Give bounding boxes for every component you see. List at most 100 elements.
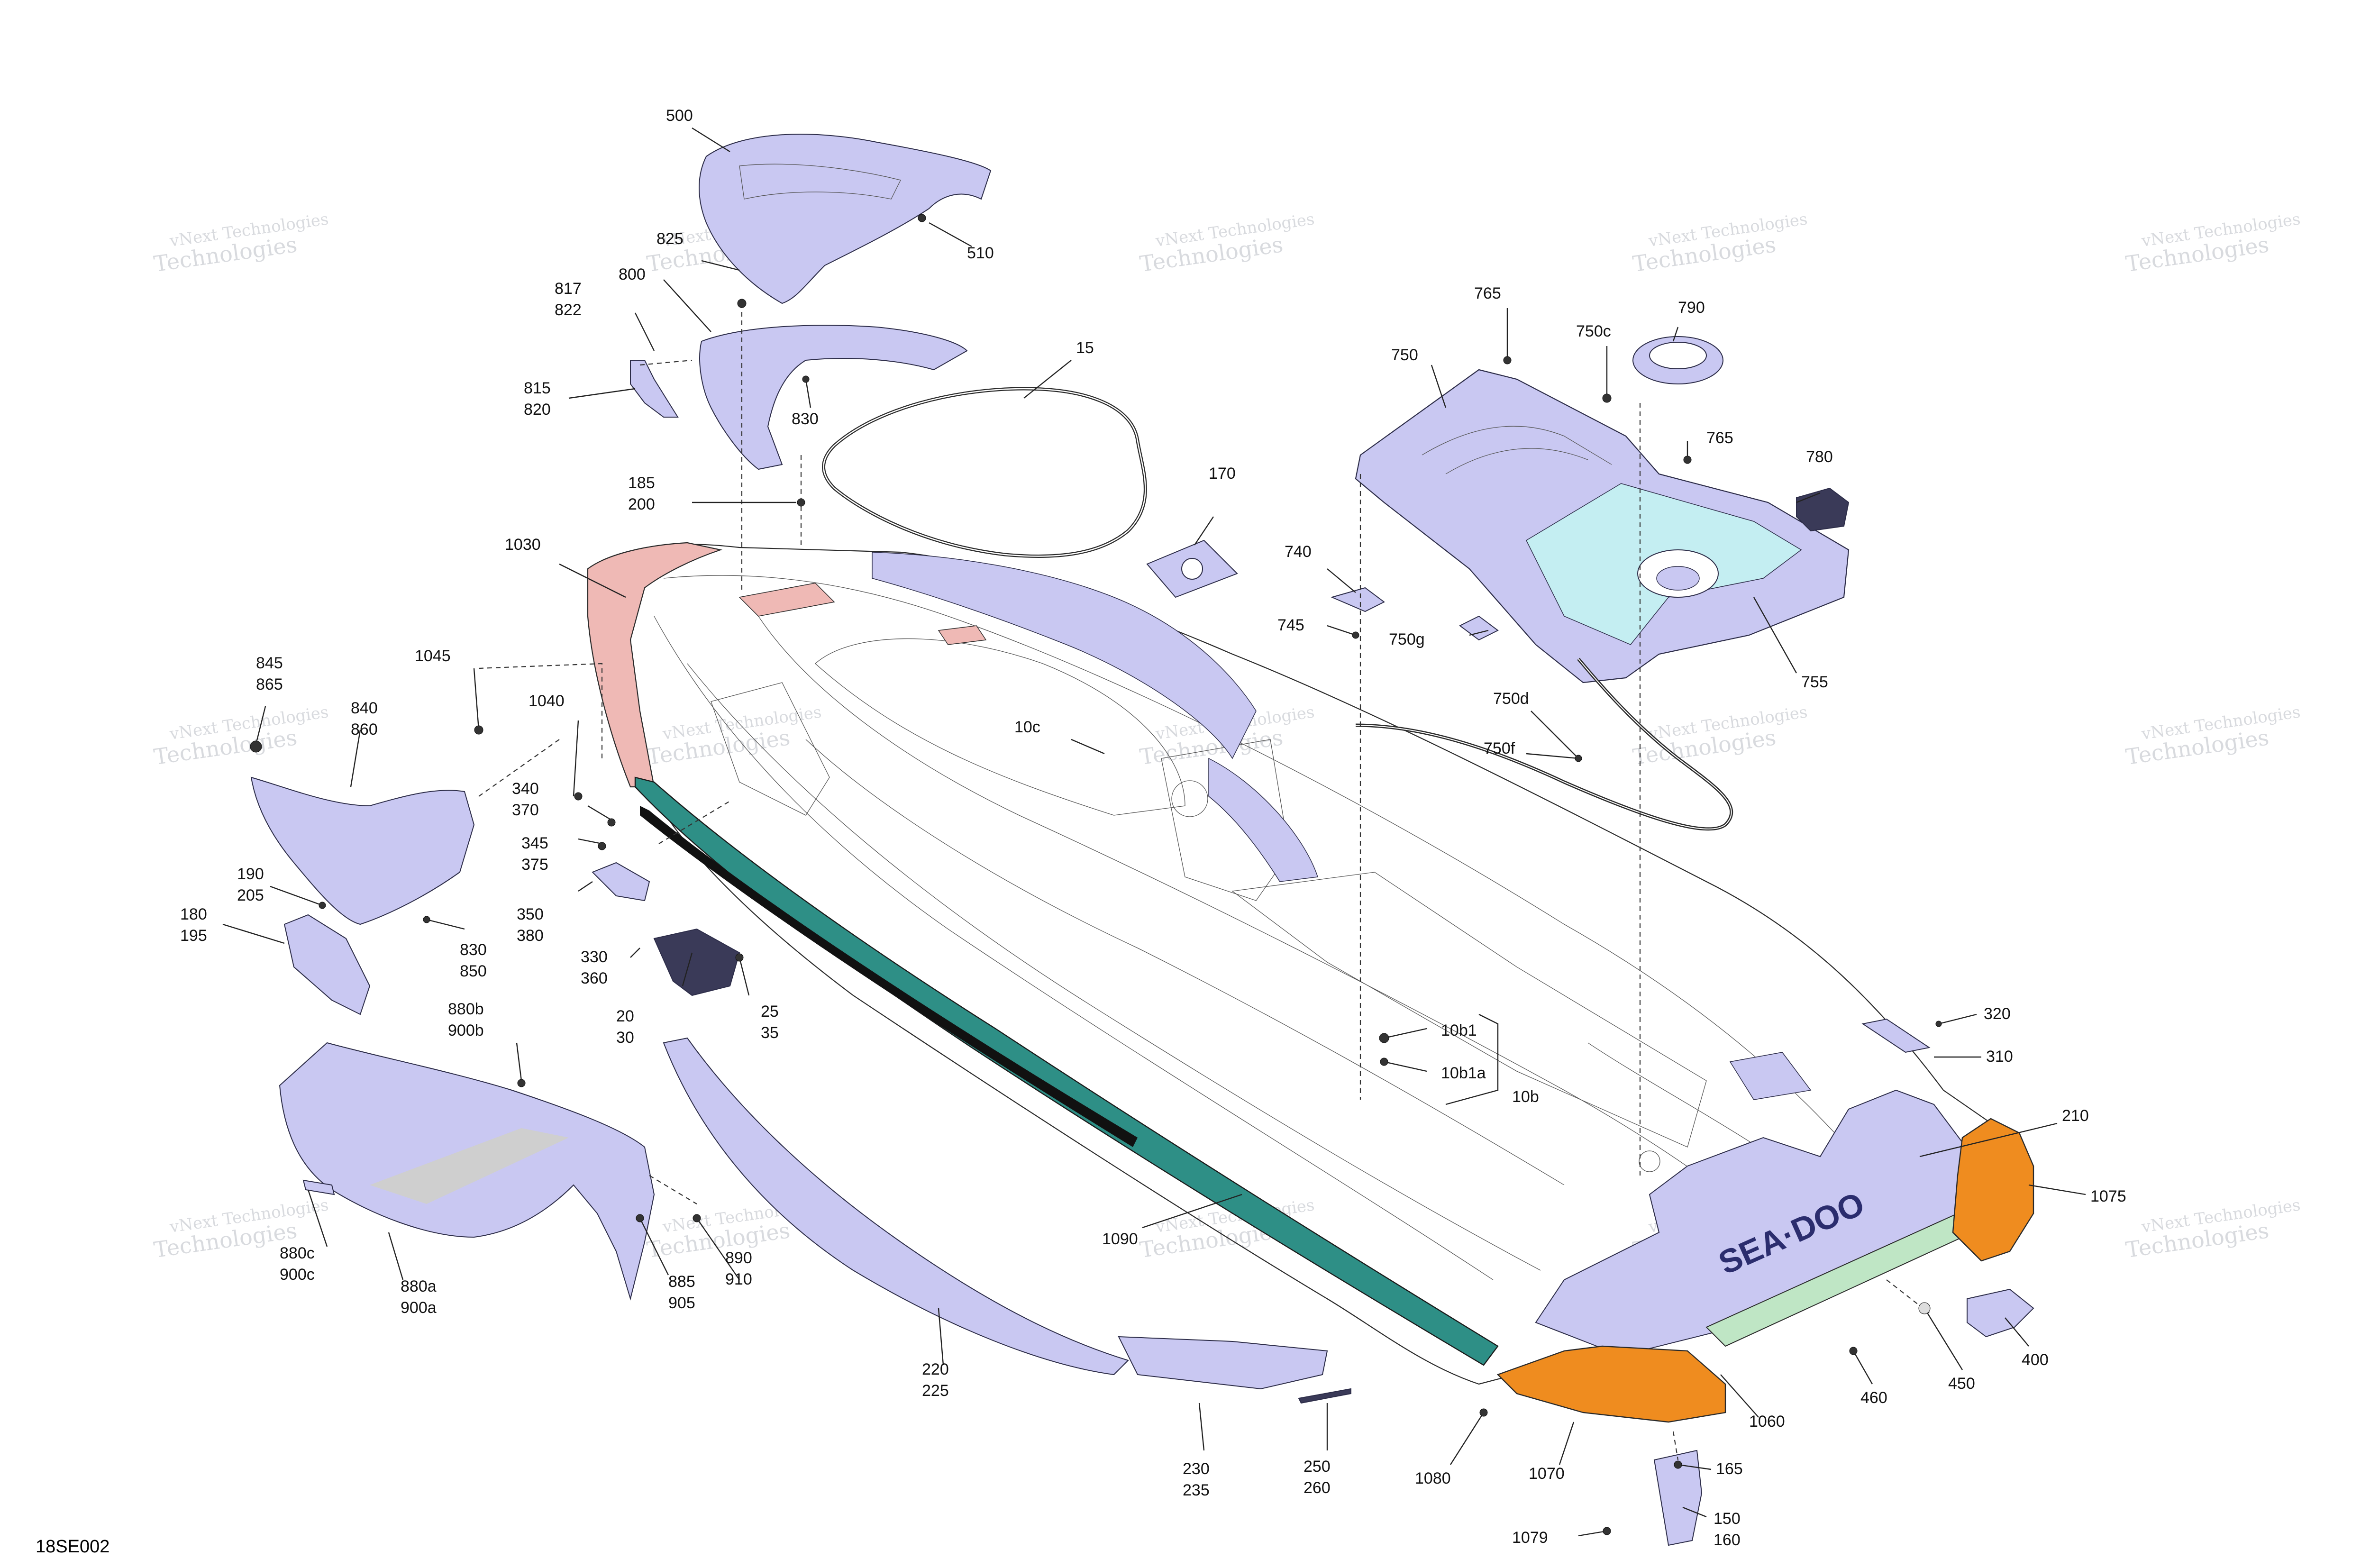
callout-750g: 750g — [1389, 630, 1425, 648]
identification-plate — [1861, 1018, 1931, 1053]
clip-bracket — [630, 360, 679, 418]
callout-1070: 1070 — [1529, 1465, 1565, 1483]
callout-850: 850 — [460, 962, 487, 980]
callout-800: 800 — [619, 265, 646, 283]
callout-labels: 500 510 825 817 822 800 815 820 830 15 1… — [180, 107, 2126, 1549]
screw-icon — [1503, 356, 1512, 365]
bumper-highlight — [1729, 1052, 1812, 1100]
callout-320: 320 — [1984, 1005, 2011, 1023]
screw-icon — [1602, 393, 1612, 403]
callout-905: 905 — [668, 1294, 695, 1312]
callout-1040: 1040 — [529, 692, 565, 710]
callout-350: 350 — [517, 905, 544, 923]
boarding-step — [1653, 1449, 1703, 1546]
glovebox-detail — [739, 164, 901, 200]
screw-icon — [598, 842, 606, 850]
screw-icon — [693, 1214, 701, 1222]
callout-860: 860 — [351, 720, 378, 738]
nose-cap — [587, 542, 723, 788]
corner-cover — [283, 914, 371, 1015]
callout-815: 815 — [524, 379, 551, 397]
screw-icon — [607, 818, 616, 827]
hull-assembly: SEA·DOO — [587, 542, 2034, 1423]
callout-460: 460 — [1860, 1389, 1887, 1407]
deck-contour — [711, 682, 830, 816]
callout-345: 345 — [521, 834, 548, 852]
screw-icon — [737, 299, 747, 308]
callout-880c: 880c — [280, 1244, 315, 1262]
washer-icon — [1918, 1302, 1931, 1314]
callout-822: 822 — [555, 301, 582, 319]
front-storage-highlight — [872, 552, 1257, 759]
screw-icon — [1352, 631, 1359, 639]
leader-lines — [222, 127, 2086, 1537]
grate-bracket — [653, 928, 740, 996]
callout-820: 820 — [524, 401, 551, 419]
stern-bumper-right — [1952, 1118, 2034, 1262]
screw-icon — [1380, 1057, 1388, 1066]
footwell-highlight — [1208, 757, 1319, 882]
callout-195: 195 — [180, 927, 207, 945]
screw-icon — [1479, 1408, 1488, 1417]
screw-icon — [319, 902, 326, 909]
fuel-cap-face — [1649, 342, 1707, 369]
stern-bumper-left — [1496, 1345, 1726, 1423]
callout-880a: 880a — [401, 1277, 437, 1295]
side-rail-shade — [640, 806, 1138, 1147]
callout-750c: 750c — [1576, 322, 1611, 340]
glovebox-tray — [699, 325, 968, 470]
callout-230: 230 — [1183, 1460, 1210, 1478]
callout-750: 750 — [1391, 346, 1418, 364]
screw-icon — [517, 1079, 526, 1087]
nose-vent-red — [738, 583, 835, 617]
callout-330: 330 — [581, 948, 608, 966]
screw-icon — [797, 498, 805, 507]
access-plate-hole — [1181, 558, 1203, 580]
callout-745: 745 — [1277, 616, 1304, 634]
callout-1060: 1060 — [1749, 1413, 1785, 1431]
callout-400: 400 — [2022, 1351, 2049, 1369]
callout-830: 830 — [460, 941, 487, 959]
deck-contour — [1161, 739, 1290, 901]
screw-icon — [474, 725, 483, 735]
callout-25: 25 — [761, 1003, 779, 1021]
callout-220: 220 — [922, 1360, 949, 1378]
callout-825: 825 — [656, 230, 684, 248]
footwell-mat-rear — [1118, 1336, 1328, 1390]
callout-250: 250 — [1304, 1458, 1331, 1476]
callout-1045: 1045 — [415, 647, 451, 665]
glovebox-cover — [699, 134, 992, 304]
callout-360: 360 — [581, 969, 608, 987]
callout-340: 340 — [512, 780, 539, 798]
drawing-code: 18SE002 — [36, 1537, 109, 1557]
footwell-mat-front — [663, 1037, 1129, 1376]
callout-740: 740 — [1285, 543, 1312, 561]
storage-bin-rail — [1422, 426, 1612, 465]
callout-885: 885 — [668, 1273, 695, 1291]
callout-160: 160 — [1714, 1531, 1741, 1549]
screw-icon — [918, 214, 926, 222]
callout-865: 865 — [256, 675, 283, 693]
screw-icon — [1935, 1021, 1942, 1027]
storage-bin-rail — [1445, 448, 1588, 474]
callout-750d: 750d — [1493, 690, 1529, 708]
callout-900a: 900a — [401, 1299, 437, 1317]
alignment-lines — [478, 303, 1930, 1460]
callout-185: 185 — [628, 474, 655, 492]
screw-icon — [1683, 456, 1692, 464]
callout-35: 35 — [761, 1024, 779, 1042]
callout-840: 840 — [351, 699, 378, 717]
callout-10c: 10c — [1014, 718, 1040, 736]
storage-bin-bucket-inner — [1656, 566, 1700, 591]
callout-205: 205 — [237, 886, 264, 904]
upper-parts — [630, 134, 1850, 831]
screw-icon — [802, 375, 810, 383]
deck-contour — [654, 616, 1494, 1280]
callout-890: 890 — [725, 1249, 752, 1267]
